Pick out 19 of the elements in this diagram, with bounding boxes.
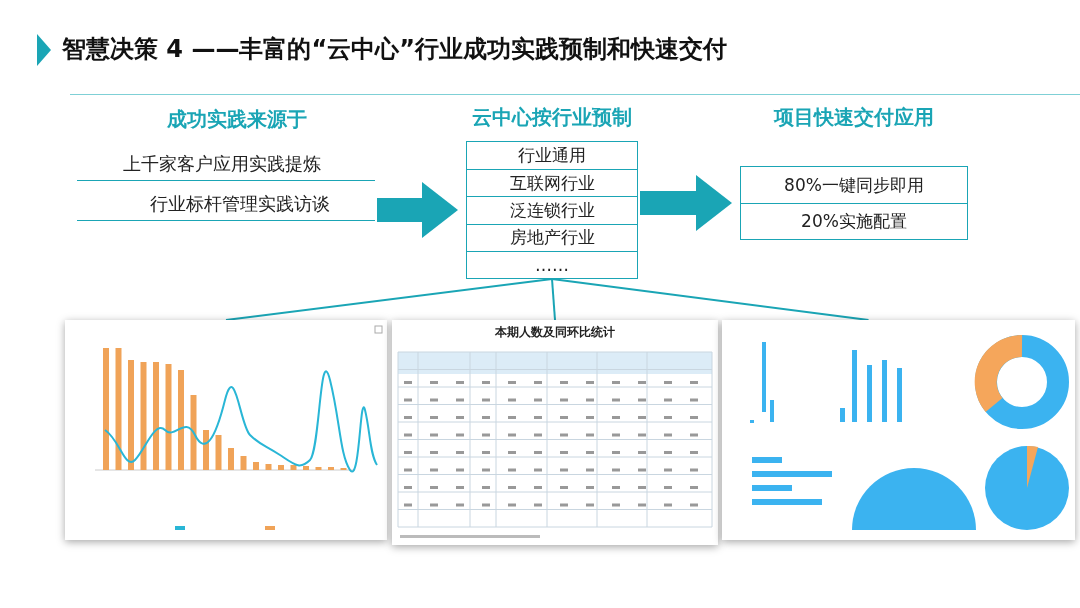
column-heading: 云中心按行业预制 [472, 104, 632, 131]
list-cell: 行业通用 [467, 142, 637, 170]
block-arrow [377, 182, 458, 238]
list-cell: 泛连锁行业 [467, 196, 637, 224]
table-title: 本期人数及同环比统计 [495, 324, 615, 341]
column-heading: 成功实践来源于 [167, 106, 307, 133]
list-cell: 房地产行业 [467, 223, 637, 251]
connector-line [551, 278, 870, 321]
list-cell: …… [467, 250, 637, 278]
block-arrow [640, 175, 732, 231]
source-text: 行业标杆管理实践访谈 [150, 192, 330, 216]
list-cell: 20%实施配置 [741, 203, 967, 239]
slide-title: 智慧决策 4 ——丰富的“云中心”行业成功实践预制和快速交付 [62, 34, 727, 65]
connector-line [551, 278, 556, 321]
list-cell: 80%一键同步即用 [741, 167, 967, 203]
column-heading: 项目快速交付应用 [774, 104, 934, 131]
connector-line [225, 278, 553, 321]
source-text: 上千家客户应用实践提炼 [123, 152, 321, 176]
list-cell: 互联网行业 [467, 169, 637, 197]
